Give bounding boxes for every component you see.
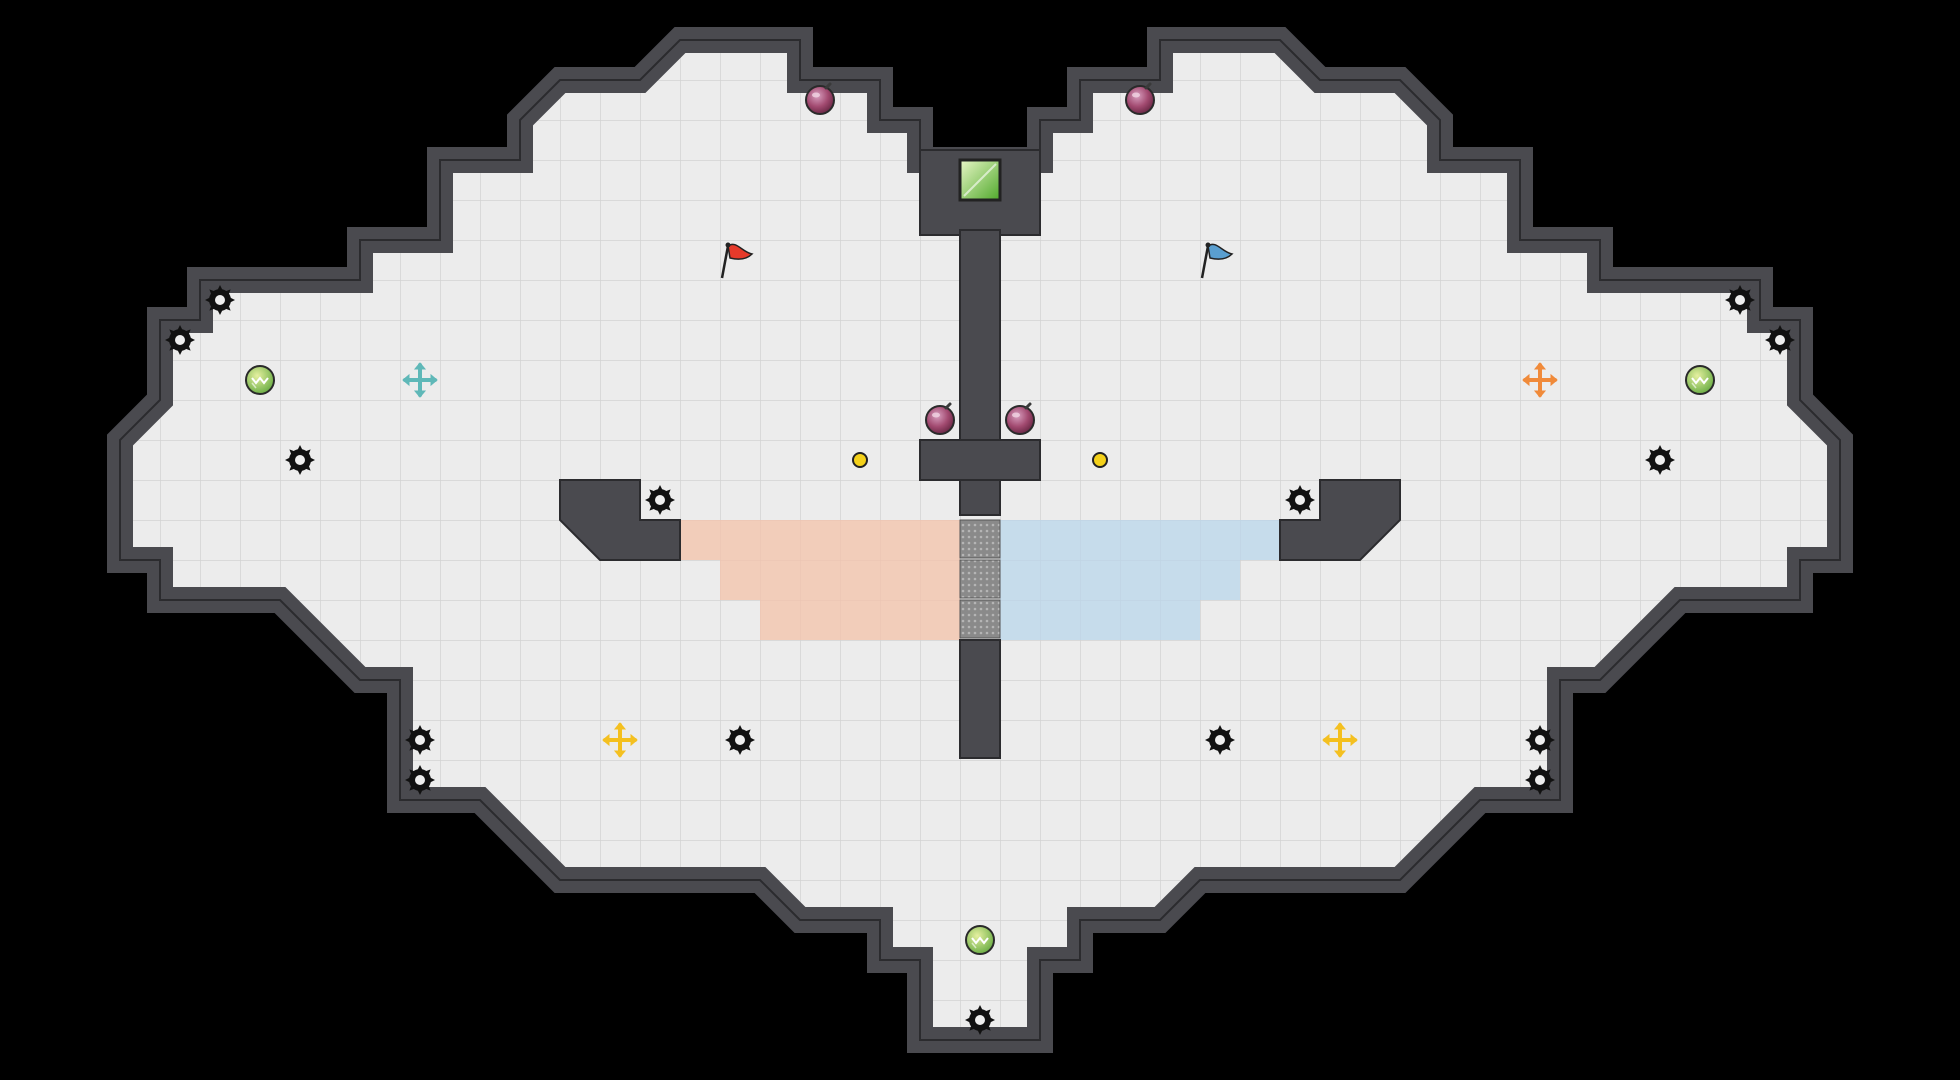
spike-icon [1285, 485, 1315, 515]
spike-icon [1525, 725, 1555, 755]
blue-flag-icon[interactable] [1200, 242, 1234, 279]
spike-icon [1525, 765, 1555, 795]
spike-icon [1645, 445, 1675, 475]
spike-icon [645, 485, 675, 515]
boost-icon [1685, 365, 1715, 395]
center-gates [959, 519, 1001, 639]
spike-icon [205, 285, 235, 315]
boost-icon [965, 925, 995, 955]
spike-icon [1725, 285, 1755, 315]
spike-icon [1765, 325, 1795, 355]
spike-icon [725, 725, 755, 755]
spike-icon [285, 445, 315, 475]
spike-icon [165, 325, 195, 355]
portal-tile[interactable] [958, 158, 1002, 202]
spike-icon [965, 1005, 995, 1035]
spike-icon [405, 725, 435, 755]
spike-icon [1205, 725, 1235, 755]
tokens[interactable] [852, 452, 1108, 468]
boost-icon [245, 365, 275, 395]
red-flag-icon[interactable] [720, 242, 754, 279]
token-icon [852, 452, 868, 468]
token-icon [1092, 452, 1108, 468]
outer-wall [107, 27, 1853, 1053]
spike-icon [405, 765, 435, 795]
